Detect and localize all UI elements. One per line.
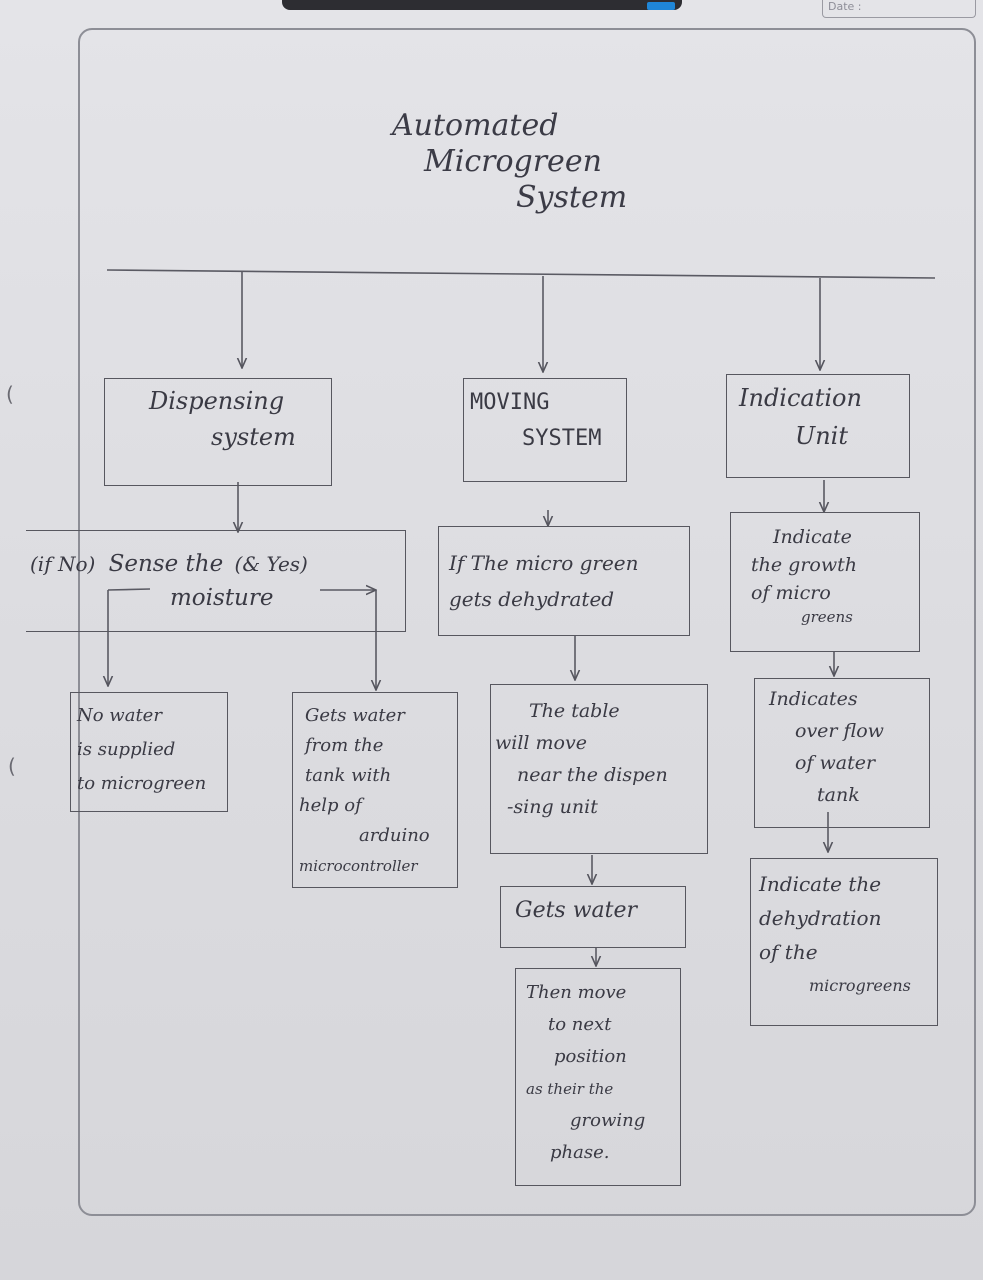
indication-step3-line-3: of the — [759, 940, 818, 964]
indication-unit-box: Indication Unit — [726, 374, 910, 478]
no-water-box: No water is supplied to microgreen — [70, 692, 228, 812]
growth-indicator-box: Indicate the growth of micro greens — [730, 512, 920, 652]
sense-line-2: moisture — [170, 585, 274, 611]
moving-title-2: SYSTEM — [522, 426, 602, 451]
gets-water-line-2: from the — [305, 735, 384, 756]
indication-step1-line-4: greens — [801, 608, 853, 626]
moving-step2-line-4: -sing unit — [507, 796, 598, 818]
margin-hole-mark: ( — [6, 382, 14, 406]
no-water-line-1: No water — [77, 705, 162, 726]
moving-step4-line-3: position — [554, 1046, 627, 1067]
moving-step2-line-3: near the dispen — [517, 764, 668, 786]
no-water-line-2: is supplied — [77, 739, 176, 760]
moving-step1-line-2: gets dehydrated — [449, 587, 615, 611]
title-line-2: Microgreen — [424, 144, 602, 179]
indication-step3-line-4: microgreens — [809, 976, 911, 995]
indication-step3-line-1: Indicate the — [759, 872, 882, 896]
moving-step2-line-1: The table — [529, 700, 620, 722]
gets-water-line-6: microcontroller — [299, 857, 418, 875]
blue-tab — [647, 2, 675, 10]
moving-step1-line-1: If The micro green — [449, 551, 639, 575]
gets-water-line-4: help of — [299, 795, 362, 816]
moving-step4-line-1: Then move — [526, 982, 627, 1003]
move-next-position-box: Then move to next position as their the … — [515, 968, 681, 1186]
moving-step4-line-4: as their the — [526, 1080, 614, 1098]
indication-step2-line-4: tank — [817, 784, 860, 806]
page-border — [78, 28, 976, 1216]
date-field: Date : — [822, 0, 976, 18]
indication-title-2: Unit — [795, 422, 849, 450]
dispensing-system-box: Dispensing system — [104, 378, 332, 486]
indication-step3-line-2: dehydration — [759, 906, 882, 930]
sense-text: Sense the — [108, 551, 224, 577]
moving-step4-line-5: growing — [570, 1110, 646, 1131]
dispensing-title-2: system — [211, 423, 296, 451]
title-line-1: Automated — [392, 108, 559, 143]
main-branch-line — [106, 269, 936, 279]
gets-water-moving-box: Gets water — [500, 886, 686, 948]
sense-moisture-box: (if No) Sense the (& Yes) moisture — [26, 530, 406, 632]
top-binding-bar — [282, 0, 682, 10]
dehydrated-check-box: If The micro green gets dehydrated — [438, 526, 690, 636]
indication-title-1: Indication — [739, 384, 862, 412]
overflow-indicator-box: Indicates over flow of water tank — [754, 678, 930, 828]
moving-step4-line-6: phase. — [550, 1142, 610, 1163]
indication-step1-line-3: of micro — [751, 582, 831, 604]
gets-water-line-1: Gets water — [305, 705, 405, 726]
moving-step3-line-1: Gets water — [515, 898, 638, 923]
indication-step1-line-2: the growth — [751, 554, 857, 576]
dehydration-indicator-box: Indicate the dehydration of the microgre… — [750, 858, 938, 1026]
if-no-note: (if No) — [30, 552, 96, 576]
gets-water-line-3: tank with — [305, 765, 392, 786]
indication-step2-line-3: of water — [795, 752, 876, 774]
moving-title-1: MOVING — [470, 390, 550, 415]
date-label: Date : — [828, 0, 862, 13]
table-moves-box: The table will move near the dispen -sin… — [490, 684, 708, 854]
moving-step4-line-2: to next — [548, 1014, 612, 1035]
dispensing-title-1: Dispensing — [149, 387, 285, 415]
no-water-line-3: to microgreen — [77, 773, 207, 794]
indication-step2-line-2: over flow — [795, 720, 884, 742]
title-line-3: System — [516, 180, 628, 215]
moving-step2-line-2: will move — [495, 732, 587, 754]
gets-water-box: Gets water from the tank with help of ar… — [292, 692, 458, 888]
indication-step1-line-1: Indicate — [773, 526, 852, 548]
no-branch-stub — [107, 588, 151, 591]
if-yes-note: (& Yes) — [234, 552, 308, 576]
margin-hole-mark: ( — [8, 754, 16, 778]
diagram-title: Automated Microgreen System — [392, 108, 627, 216]
indication-step2-line-1: Indicates — [769, 688, 858, 710]
moving-system-box: MOVING SYSTEM — [463, 378, 627, 482]
gets-water-line-5: arduino — [359, 825, 430, 846]
